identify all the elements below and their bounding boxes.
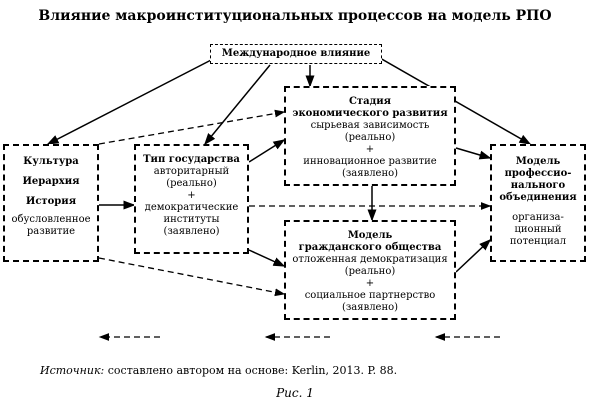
civil-line-5: (заявлено) (341, 302, 399, 313)
source-note: Источник: составлено автором на основе: … (40, 364, 397, 377)
civil-line-2: (реально) (344, 266, 396, 277)
state-title: Тип государства (143, 154, 240, 165)
arrow-state-civil (248, 249, 286, 267)
econ-line-2: (реально) (344, 132, 396, 143)
model-line-7: потенциал (509, 236, 567, 247)
figure-caption: Рис. 1 (276, 386, 314, 400)
state-line-5: институты (163, 214, 220, 225)
culture-line-3: История (25, 196, 77, 207)
box-professional-model: Модель профессио- нального объединения о… (490, 144, 586, 262)
econ-line-3: + (365, 144, 375, 155)
model-line-2: профессио- (504, 168, 572, 179)
culture-line-5: развитие (26, 226, 76, 237)
culture-line-2: Иерархия (22, 176, 80, 187)
state-line-1: авторитарный (153, 166, 230, 177)
arrow-civil-model (455, 238, 492, 273)
econ-line-1: сырьевая зависимость (310, 120, 430, 131)
econ-title-1: Стадия (348, 96, 392, 107)
arrow-intl-culture (46, 57, 216, 145)
arrow-econ-model (455, 147, 492, 160)
box-international-influence: Международное влияние (210, 44, 382, 64)
state-line-3: + (187, 190, 196, 201)
model-line-5: организа- (512, 212, 564, 223)
model-line-6: ционный (514, 224, 562, 235)
source-text: составлено автором на основе: Kerlin, 20… (104, 364, 398, 377)
civil-line-3: + (365, 278, 375, 289)
culture-line-1: Культура (23, 156, 79, 167)
box-culture: Культура Иерархия История обусловленное … (3, 144, 99, 262)
arrow-state-econ (248, 139, 286, 163)
econ-line-5: (заявлено) (341, 168, 399, 179)
arrow-culture-econ-dashed (98, 109, 286, 145)
civil-line-4: социальное партнерство (304, 290, 436, 301)
box-state-type: Тип государства авторитарный (реально) +… (134, 144, 249, 254)
arrow-culture-civil-dashed (98, 257, 286, 297)
source-prefix: Источник: (40, 364, 105, 377)
model-line-1: Модель (515, 156, 561, 167)
civil-line-1: отложенная демократизация (292, 254, 448, 265)
econ-title-2: экономического развития (292, 108, 448, 119)
state-line-4: демократические (144, 202, 239, 213)
diagram-title: Влияние макроинституциональных процессов… (38, 8, 552, 24)
model-line-4: объединения (499, 192, 577, 203)
box-economic-development: Стадия экономического развития сырьевая … (284, 86, 456, 186)
intl-label: Международное влияние (221, 48, 371, 59)
culture-line-4: обусловленное (11, 214, 91, 225)
state-line-2: (реально) (166, 178, 217, 189)
state-line-6: (заявлено) (163, 226, 220, 237)
box-civil-society: Модель гражданского общества отложенная … (284, 220, 456, 320)
econ-line-4: инновационное развитие (303, 156, 437, 167)
civil-title-2: гражданского общества (298, 242, 442, 253)
civil-title-1: Модель (347, 230, 393, 241)
model-line-3: нального (510, 180, 566, 191)
arrow-intl-state (204, 64, 271, 146)
